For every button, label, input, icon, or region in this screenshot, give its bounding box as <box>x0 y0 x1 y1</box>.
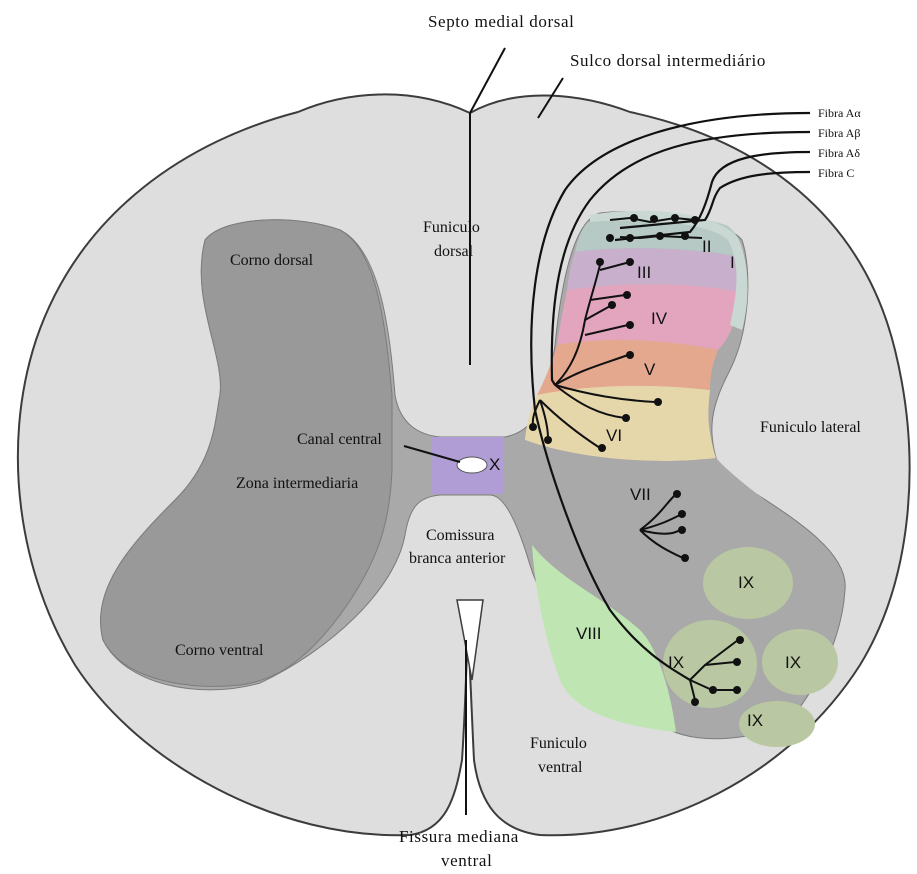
label-fiber-a-alpha: Fibra Aα <box>818 106 861 120</box>
label-corno-dorsal: Corno dorsal <box>230 252 314 269</box>
central-canal <box>457 457 487 473</box>
lamina-label-vii: VII <box>630 485 651 504</box>
lamina-label-vi: VI <box>606 426 622 445</box>
label-funiculo-ventral-1: Funiculo <box>530 735 587 752</box>
label-zona-intermediaria: Zona intermediaria <box>236 475 358 492</box>
lamina-label-v: V <box>644 360 656 379</box>
lamina-label-iii: III <box>637 263 651 282</box>
label-funiculo-dorsal-2: dorsal <box>434 243 474 260</box>
label-fissura-2: ventral <box>441 851 492 870</box>
label-comissura-1: Comissura <box>426 527 494 544</box>
lamina-label-ix-ventral: IX <box>747 711 763 730</box>
lamina-label-viii: VIII <box>576 624 602 643</box>
label-funiculo-ventral-2: ventral <box>538 759 583 776</box>
label-fissura-1: Fissura mediana <box>399 827 519 846</box>
lamina-label-iv: IV <box>651 309 668 328</box>
label-comissura-2: branca anterior <box>409 550 506 567</box>
lamina-iv-region <box>557 284 740 350</box>
label-fiber-c: Fibra C <box>818 166 854 180</box>
label-corno-ventral: Corno ventral <box>175 642 264 659</box>
label-fiber-a-delta: Fibra Aδ <box>818 146 860 160</box>
label-funiculo-lateral: Funiculo lateral <box>760 419 861 436</box>
label-septum-medial: Septo medial dorsal <box>428 12 574 31</box>
lamina-label-i: I <box>730 253 735 272</box>
lamina-label-ix-ventrolateral: IX <box>785 653 801 672</box>
lamina-label-x: X <box>489 455 500 474</box>
lamina-label-ii: II <box>702 237 711 256</box>
label-canal-central: Canal central <box>297 431 382 448</box>
label-fiber-a-beta: Fibra Aβ <box>818 126 860 140</box>
label-funiculo-dorsal-1: Funiculo <box>423 219 480 236</box>
label-sulcus-dorsal: Sulco dorsal intermediário <box>570 51 766 70</box>
lamina-label-ix-medial: IX <box>668 653 684 672</box>
lamina-label-ix-lateral: IX <box>738 573 754 592</box>
